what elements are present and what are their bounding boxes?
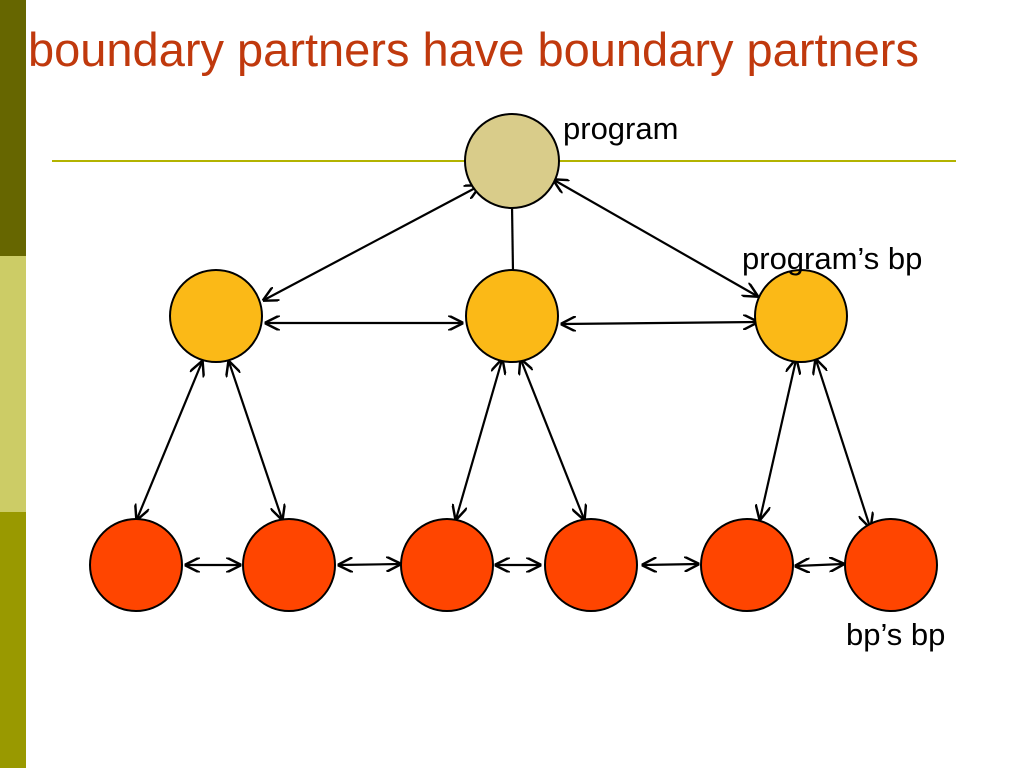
edge-leaf5-leaf6 <box>796 564 843 566</box>
bp-bp-node-6 <box>844 518 938 612</box>
programs-bp-label: program’s bp <box>742 241 923 276</box>
edge-bp3-leaf6 <box>816 360 870 527</box>
edge-bp2-leaf4 <box>521 360 584 519</box>
edge-program-bp1 <box>264 186 479 300</box>
bp-bp-node-1 <box>89 518 183 612</box>
bp-node-2 <box>465 269 559 363</box>
edge-program-bp3 <box>554 180 757 296</box>
bp-node-3 <box>754 269 848 363</box>
edge-bp3-leaf5 <box>760 360 796 519</box>
edge-bp1-leaf1 <box>137 362 202 519</box>
edge-bp2-bp3 <box>562 322 757 324</box>
program-node <box>464 113 560 209</box>
edge-program-bp2 <box>510 204 515 273</box>
bp-bp-node-2 <box>242 518 336 612</box>
sidebar-segment-top <box>0 0 26 256</box>
bp-bp-node-3 <box>400 518 494 612</box>
edge-leaf4-leaf5 <box>643 564 698 565</box>
bps-bp-label: bp’s bp <box>846 617 946 652</box>
bp-bp-node-5 <box>700 518 794 612</box>
slide-title: boundary partners have boundary partners <box>28 23 919 76</box>
sidebar-segment-bottom <box>0 512 26 768</box>
bp-bp-node-4 <box>544 518 638 612</box>
edge-leaf2-leaf3 <box>339 564 400 565</box>
sidebar-segment-middle <box>0 256 26 512</box>
bp-node-1 <box>169 269 263 363</box>
program-label: program <box>563 111 679 146</box>
edge-bp2-leaf3 <box>456 360 502 519</box>
edge-bp1-leaf2 <box>229 362 282 519</box>
